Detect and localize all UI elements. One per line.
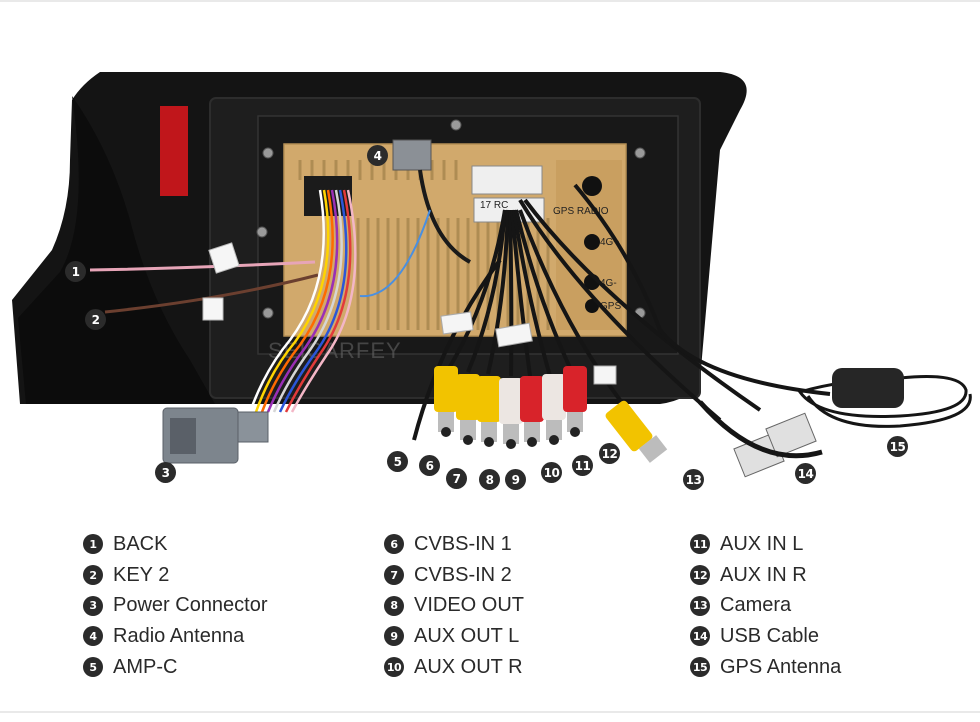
- legend-label: USB Cable: [720, 624, 819, 647]
- legend-label: AUX IN L: [720, 532, 804, 555]
- legend-item: 4 Radio Antenna: [83, 621, 268, 652]
- legend-item: 11 AUX IN L: [690, 529, 841, 560]
- marker-9: 9: [505, 469, 526, 490]
- legend-number: 8: [384, 595, 404, 616]
- legend-label: GPS Antenna: [720, 655, 842, 678]
- board-label-4g-plus: 4G+: [600, 237, 619, 248]
- legend-number: 3: [83, 595, 103, 616]
- usb-plug-b: [765, 412, 817, 458]
- red-reflector: [160, 106, 188, 196]
- board-label-gps: GPS: [600, 301, 621, 312]
- legend-number: 13: [690, 595, 710, 616]
- back-wire: [89, 260, 316, 272]
- legend-item: 12 AUX IN R: [690, 560, 841, 591]
- legend-label: BACK: [113, 532, 168, 555]
- key2-wire: [104, 273, 319, 314]
- key2-wire-tag: [202, 297, 224, 321]
- legend-item: 8 VIDEO OUT: [384, 590, 524, 621]
- marker-6: 6: [419, 455, 440, 476]
- legend-item: 6 CVBS-IN 1: [384, 529, 524, 560]
- legend-item: 15 GPS Antenna: [690, 652, 841, 683]
- legend-item: 10 AUX OUT R: [384, 652, 524, 683]
- legend-column-1: 1 BACK 2 KEY 2 3 Power Connector 4 Radio Ant…: [83, 529, 268, 682]
- top-divider: [0, 0, 980, 2]
- marker-10: 10: [541, 462, 562, 483]
- marker-2: 2: [85, 309, 106, 330]
- legend-label: AUX OUT R: [414, 655, 523, 678]
- power-harness: [248, 189, 357, 413]
- legend-label: KEY 2: [113, 563, 170, 586]
- back-wire-tag: [208, 242, 240, 274]
- gps-antenna: [797, 368, 972, 428]
- unit-side-wing: [18, 96, 215, 404]
- legend-item: 9 AUX OUT L: [384, 621, 524, 652]
- marker-3: 3: [155, 462, 176, 483]
- marker-11: 11: [572, 455, 593, 476]
- legend-label: CVBS-IN 2: [414, 563, 512, 586]
- board-label-gps-radio: GPS RADIO: [553, 206, 609, 217]
- marker-14: 14: [795, 463, 816, 484]
- rca-plug-10: [520, 376, 544, 447]
- legend-number: 1: [83, 534, 103, 555]
- board-connector-tag: 17 RC: [480, 200, 508, 211]
- marker-8: 8: [479, 469, 500, 490]
- camera-plug: [605, 400, 668, 463]
- legend-item: 14 USB Cable: [690, 621, 841, 652]
- rca-plug-8: [477, 376, 501, 447]
- legend-item: 7 CVBS-IN 2: [384, 560, 524, 591]
- legend-number: 2: [83, 565, 103, 586]
- power-connector: [162, 407, 269, 464]
- legend-item: 2 KEY 2: [83, 560, 268, 591]
- legend-number: 11: [690, 534, 710, 555]
- screws: [256, 119, 646, 319]
- rca-plug-6: [434, 366, 458, 437]
- legend-number: 14: [690, 626, 710, 647]
- radio-antenna-connector: [359, 139, 471, 298]
- usb-cable: [698, 400, 823, 459]
- cable-tag-3: [593, 365, 617, 385]
- marker-4: 4: [367, 145, 388, 166]
- marker-15: 15: [887, 436, 908, 457]
- antenna-port-gps: [582, 176, 602, 196]
- legend-number: 15: [690, 657, 710, 678]
- legend-item: 1 BACK: [83, 529, 268, 560]
- legend-item: 5 AMP-C: [83, 652, 268, 683]
- legend-label: AMP-C: [113, 655, 178, 678]
- board-label-4g-minus: 4G-: [600, 278, 617, 289]
- antenna-port-1: [584, 234, 600, 250]
- legend-label: Radio Antenna: [113, 624, 245, 647]
- legend-number: 10: [384, 657, 404, 678]
- legend-item: 3 Power Connector: [83, 590, 268, 621]
- marker-5: 5: [387, 451, 408, 472]
- legend-number: 4: [83, 626, 103, 647]
- legend-label: VIDEO OUT: [414, 594, 525, 617]
- legend-label: AUX OUT L: [414, 624, 520, 647]
- legend-label: Camera: [720, 594, 792, 617]
- rca-plug-12: [563, 366, 587, 437]
- marker-1: 1: [65, 261, 86, 282]
- marker-7: 7: [446, 468, 467, 489]
- cable-tag-1: [440, 311, 474, 335]
- marker-13: 13: [683, 469, 704, 490]
- legend-number: 12: [690, 565, 710, 586]
- board-connector-right: [471, 165, 543, 195]
- legend-label: CVBS-IN 1: [414, 532, 512, 555]
- head-unit-wiring-diagram: GPS RADIO 4G+ 4G- GPS 17 RC SEICARFEY: [12, 72, 972, 478]
- legend-number: 5: [83, 657, 103, 678]
- rca-plug-7: [456, 374, 480, 445]
- cable-tag-2: [495, 322, 533, 348]
- rca-plug-9: [499, 378, 523, 449]
- legend-label: Power Connector: [113, 594, 268, 617]
- legend-item: 13 Camera: [690, 590, 841, 621]
- legend-number: 7: [384, 565, 404, 586]
- legend-label: AUX IN R: [720, 563, 807, 586]
- marker-12: 12: [599, 443, 620, 464]
- bottom-divider: [0, 711, 980, 713]
- rca-bundle: [412, 183, 831, 441]
- legend-column-3: 11 AUX IN L 12 AUX IN R 13 Camera 14 USB Cab…: [690, 529, 841, 682]
- legend-number: 6: [384, 534, 404, 555]
- legend-number: 9: [384, 626, 404, 647]
- rca-plug-11: [542, 374, 566, 445]
